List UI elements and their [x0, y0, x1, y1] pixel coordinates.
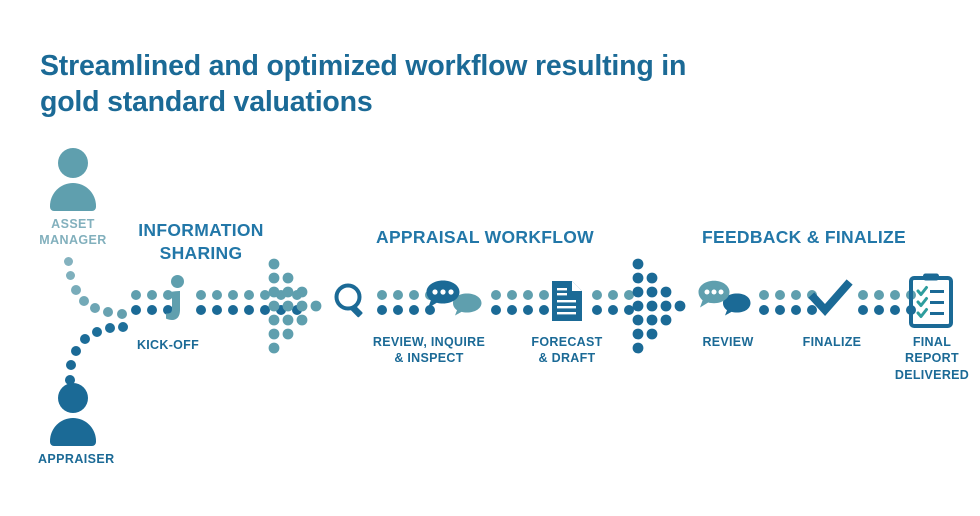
actor-asset-manager-label-1: ASSET	[51, 217, 95, 231]
actor-appraiser-label-1: APPRAISER	[38, 452, 115, 466]
step-caption-forecast-draft: FORECAST & DRAFT	[512, 334, 622, 367]
step-caption-line-2: & DRAFT	[538, 351, 596, 366]
step-caption-line-1: FINALIZE	[802, 335, 862, 349]
path-dot	[79, 296, 89, 306]
path-dot	[71, 285, 81, 295]
step-caption-review: REVIEW	[688, 334, 768, 350]
path-dot	[64, 257, 73, 266]
dot-connector	[491, 305, 549, 315]
step-caption-kick-off: KICK-OFF	[118, 337, 218, 353]
step-caption-line-1: FORECAST	[531, 335, 603, 349]
step-caption-line-2: & INSPECT	[394, 351, 464, 366]
path-dot	[117, 309, 127, 319]
phase-heading-line-1: INFORMATION	[138, 220, 264, 240]
magnifier-icon	[333, 283, 369, 319]
dot-connector	[131, 305, 173, 315]
dot-connector	[196, 305, 302, 315]
arrow-feedback-finalize	[632, 258, 692, 354]
chat-bubbles-icon	[697, 280, 751, 324]
step-caption-finalize: FINALIZE	[790, 334, 874, 350]
path-dot	[71, 346, 81, 356]
path-dot	[118, 322, 128, 332]
path-dot	[66, 271, 75, 280]
person-icon	[45, 383, 101, 446]
dot-connector	[592, 305, 634, 315]
person-icon	[45, 148, 101, 211]
phase-heading-feedback-finalize: FEEDBACK & FINALIZE	[680, 226, 928, 249]
step-caption-line-1: FINAL	[912, 335, 952, 349]
page-title-line-2: gold standard valuations	[40, 86, 373, 119]
clipboard-checklist-icon	[908, 272, 954, 328]
step-caption-line-3: DELIVERED	[894, 367, 970, 382]
dot-connector	[377, 305, 435, 315]
phase-heading-appraisal-workflow: APPRAISAL WORKFLOW	[355, 226, 615, 249]
step-caption-review-inquire-inspect: REVIEW, INQUIRE & INSPECT	[345, 334, 513, 367]
chat-bubbles-icon	[425, 280, 483, 324]
phase-heading-line-1: APPRAISAL WORKFLOW	[376, 227, 594, 247]
step-caption-final-report-delivered: FINAL REPORT DELIVERED	[884, 334, 980, 383]
dot-connector	[759, 290, 817, 300]
dot-connector	[196, 290, 302, 300]
actor-asset-manager: ASSET MANAGER	[38, 148, 108, 248]
path-dot	[80, 334, 90, 344]
dot-connector	[759, 305, 817, 315]
step-caption-line-1: KICK-OFF	[136, 338, 200, 352]
actor-asset-manager-label-2: MANAGER	[39, 232, 107, 247]
page-title: Streamlined and optimized workflow resul…	[40, 48, 760, 121]
phase-heading-line-1: FEEDBACK & FINALIZE	[701, 227, 907, 247]
checkmark-icon	[808, 279, 853, 316]
page-title-line-1: Streamlined and optimized workflow resul…	[40, 50, 687, 82]
info-icon	[162, 275, 188, 323]
path-dot	[90, 303, 100, 313]
path-dot	[66, 360, 76, 370]
arrow-information-sharing	[268, 258, 328, 354]
step-caption-line-1: REVIEW, INQUIRE	[372, 335, 486, 349]
path-dot	[105, 323, 115, 333]
path-dot	[92, 327, 102, 337]
actor-appraiser: APPRAISER	[38, 383, 115, 468]
phase-heading-information-sharing: INFORMATION SHARING	[110, 219, 292, 265]
phase-heading-line-2: SHARING	[159, 242, 243, 263]
path-dot	[65, 375, 75, 385]
path-dot	[103, 307, 113, 317]
dot-connector	[491, 290, 549, 300]
step-caption-line-1: REVIEW	[702, 335, 754, 349]
document-icon	[551, 280, 583, 322]
dot-connector	[592, 290, 634, 300]
step-caption-line-2: REPORT	[905, 351, 959, 366]
